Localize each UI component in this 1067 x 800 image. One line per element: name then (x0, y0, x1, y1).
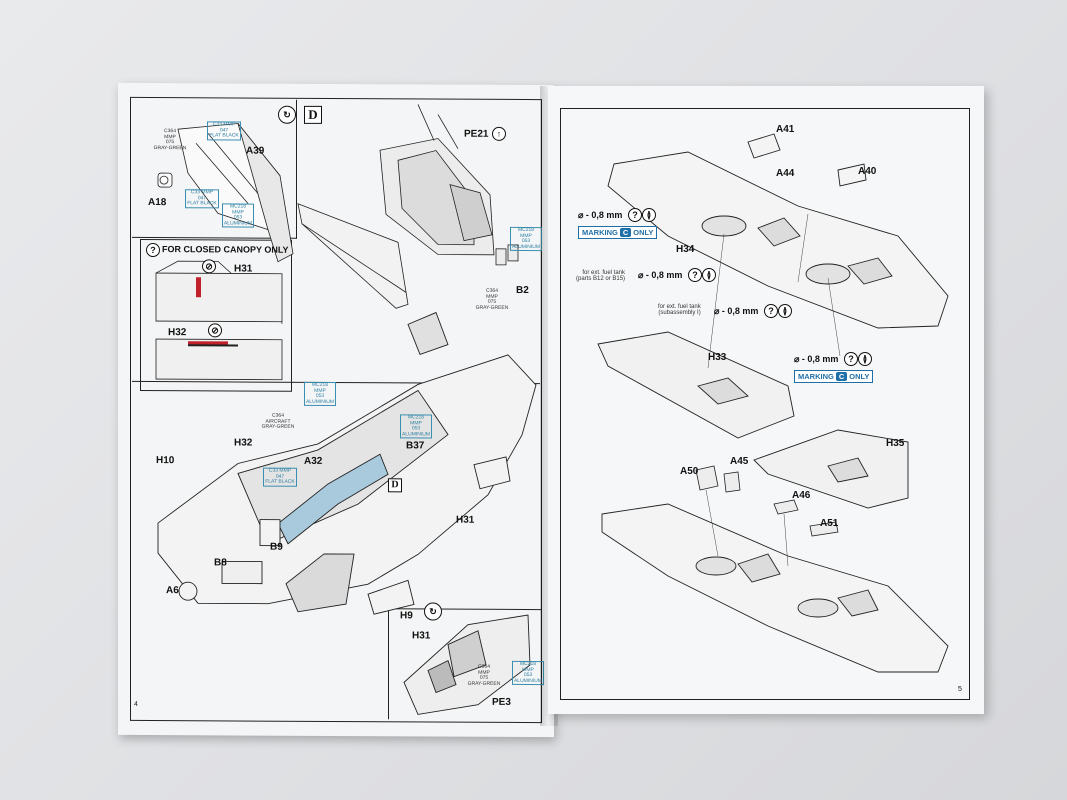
part-label-a46: A46 (792, 490, 811, 501)
part-label-b8: B8 (214, 557, 227, 569)
info-icon: ? (628, 208, 642, 222)
paint-code: C33 MMP 047 FLAT BLACK (263, 467, 297, 487)
paint-code: MC218 MMP 053 ALUMINIUM (509, 226, 543, 252)
paint-callout-aluminium-fuselage: MC218 MMP 053 ALUMINIUM (300, 381, 340, 407)
paint-code: C364 AIRCRAFT GRAY-GREEN (261, 412, 295, 430)
paint-code: C364 MMP 075 GRAY-GREEN (153, 128, 187, 151)
part-label-a32: A32 (304, 455, 323, 467)
part-label-a18: A18 (148, 197, 167, 209)
paint-callout-gray-green-cockpit: C364 MMP 075 GRAY-GREEN (472, 287, 512, 311)
right-page-number: 5 (958, 686, 962, 693)
part-label-h35: H35 (886, 438, 905, 449)
part-label-a51: A51 (820, 518, 839, 529)
closed-canopy-title: FOR CLOSED CANOPY ONLY (162, 244, 289, 255)
right-page-frame (560, 108, 970, 700)
left-page: ↻ D A39 A18 PE21 ↑ B2 C364 MMP 075 GRAY-… (118, 82, 554, 738)
paint-code: MC218 MMP 053 ALUMINIUM (221, 203, 255, 228)
part-label-b9: B9 (270, 541, 283, 553)
marking-letter: C (835, 372, 848, 381)
paint-callout-flat-black-top: C33 MMP 047 FLAT BLACK (202, 121, 246, 141)
info-icon: ? (764, 304, 778, 318)
part-label-h32: H32 (234, 437, 253, 449)
drill-icon: ≬ (778, 304, 792, 318)
drill-icon: ≬ (858, 352, 872, 366)
right-page-drawings (597, 133, 949, 673)
no-glue-icon: ⊘ (202, 259, 216, 274)
part-label-h31: H31 (456, 514, 475, 526)
drill-icon: ≬ (702, 268, 716, 282)
marking-suffix: ONLY (633, 228, 654, 237)
paint-callout-aluminium-b37: MC218 MMP 053 ALUMINIUM (396, 414, 436, 439)
part-label-pe3: PE3 (492, 696, 511, 708)
marking-letter: C (619, 228, 632, 237)
part-label-a50: A50 (680, 466, 699, 477)
part-label-h32-inset: H32 (168, 327, 187, 339)
rotate-view-icon: ↻ (424, 602, 442, 621)
rotate-view-icon: ↻ (278, 105, 296, 124)
part-label-h33: H33 (708, 352, 727, 363)
fuel-tank-note-1: for ext. fuel tank (parts B12 or B15) (576, 270, 626, 282)
drill-hole-note-1: ⌀ - 0,8 mm (578, 210, 623, 220)
part-label-a44: A44 (776, 168, 795, 179)
fuel-tank-note-2: for ext. fuel tank (subassembly I) (658, 304, 701, 316)
part-label-pe21: PE21 (464, 128, 489, 140)
marking-prefix: MARKING (582, 228, 618, 237)
paint-callout-flat-black-fuselage: C33 MMP 047 FLAT BLACK (258, 467, 302, 487)
part-label-h31-inset: H31 (234, 263, 253, 275)
info-icon: ? (688, 268, 702, 282)
pe-part-icon: ↑ (492, 126, 506, 141)
paint-code: C364 MMP 075 GRAY-GREEN (475, 287, 509, 311)
paint-code: C33 MMP 047 FLAT BLACK (185, 189, 219, 208)
drill-hole-note-4: ⌀ - 0,8 mm (794, 354, 839, 364)
paint-code: MC218 MMP 053 ALUMINIUM (303, 381, 337, 407)
step-marker-d-fuselage: D (388, 478, 402, 493)
left-page-number: 4 (134, 700, 138, 708)
part-label-a40: A40 (858, 166, 877, 177)
paint-code: C364 MMP 075 GRAY-GREEN (467, 663, 501, 687)
marking-suffix: ONLY (849, 372, 870, 381)
part-label-h10: H10 (156, 455, 175, 467)
paint-code: C33 MMP 047 FLAT BLACK (207, 121, 241, 141)
marking-prefix: MARKING (798, 372, 834, 381)
paint-callout-gray-green-nose: C364 MMP 075 GRAY-GREEN (464, 663, 504, 687)
paint-callout-gray-green-top: C364 MMP 075 GRAY-GREEN (150, 128, 190, 151)
drill-icon: ≬ (642, 208, 656, 222)
part-label-a6: A6 (166, 585, 179, 597)
part-label-b2: B2 (516, 284, 529, 297)
info-icon: ? (844, 352, 858, 366)
drill-hole-note-2: ⌀ - 0,8 mm (638, 270, 683, 280)
step-letter-d: D (304, 105, 322, 124)
paint-callout-aluminium-top: MC218 MMP 053 ALUMINIUM (218, 203, 258, 228)
part-label-a45: A45 (730, 456, 749, 467)
info-icon: ? (146, 243, 160, 258)
part-label-b37: B37 (406, 440, 425, 452)
part-label-h34: H34 (676, 244, 695, 255)
no-glue-icon: ⊘ (208, 323, 222, 338)
paint-code: MC218 MMP 053 ALUMINIUM (399, 414, 433, 439)
drill-hole-note-3: ⌀ - 0,8 mm (714, 306, 759, 316)
part-label-h31-nose: H31 (412, 630, 431, 642)
part-label-a41: A41 (776, 124, 795, 135)
part-label-h9: H9 (400, 610, 413, 622)
left-page-drawings (155, 104, 537, 715)
part-label-a39: A39 (246, 145, 265, 157)
paint-callout-aircraft-gray-green: C364 AIRCRAFT GRAY-GREEN (256, 412, 300, 431)
